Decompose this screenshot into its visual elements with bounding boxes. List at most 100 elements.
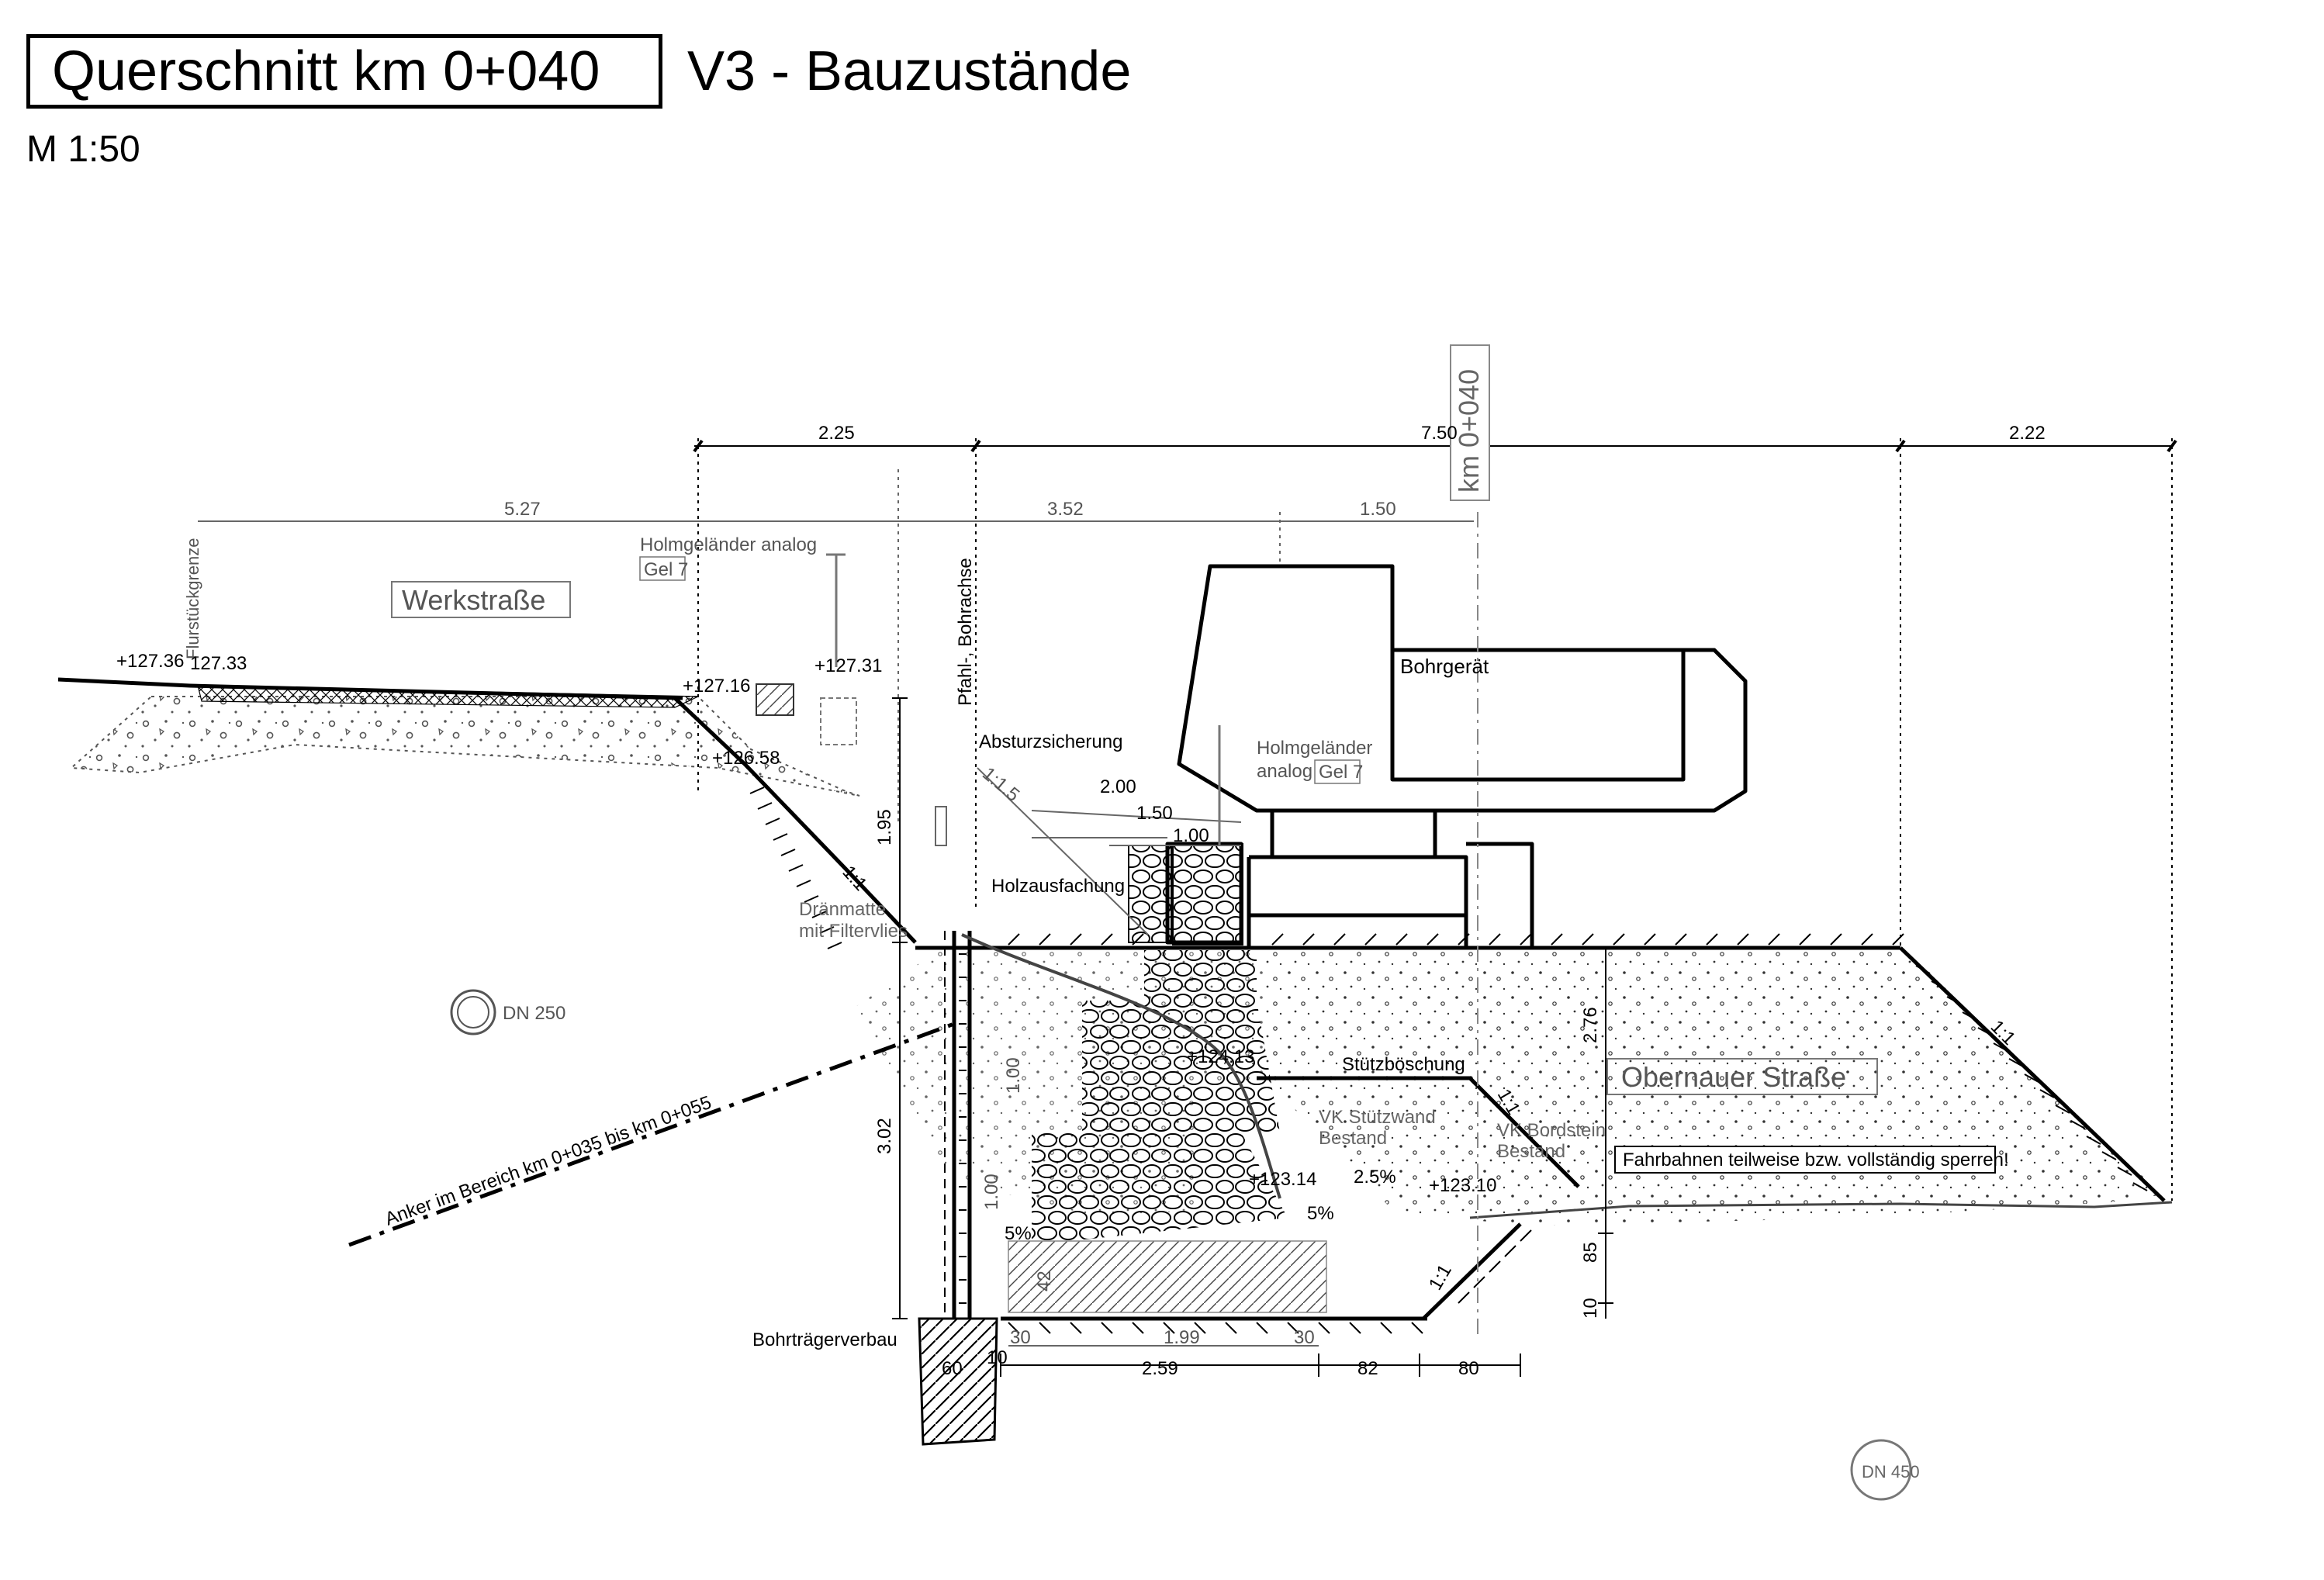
drill-rig-mount	[1270, 811, 1437, 859]
label-werkstrasse: Werkstraße	[402, 584, 545, 616]
label-vk-sw-2: Bestand	[1319, 1128, 1387, 1149]
drill-rig-outrigger	[1466, 842, 1534, 948]
dim-30a: 30	[1010, 1327, 1031, 1348]
label-holm-mid-3: Gel 7	[1319, 762, 1363, 783]
label-dn250: DN 250	[503, 1003, 565, 1024]
dim-199: 1.99	[1164, 1327, 1200, 1348]
drill-rig-panel	[1390, 650, 1686, 782]
stuetzboeschung	[1257, 1076, 1580, 1188]
dim-222: 2.22	[2009, 423, 2046, 444]
excavation-slope-upper	[673, 697, 917, 944]
dim-302: 3.02	[874, 1118, 895, 1154]
dim-10: 10	[987, 1347, 1008, 1368]
dim-225: 2.25	[818, 423, 855, 444]
drill-rig-track	[1247, 855, 1468, 948]
label-bohrtraeger: Bohrträgerverbau	[752, 1329, 897, 1350]
label-holm-top-1: Holmgeländer analog	[640, 534, 817, 555]
label-obernauer: Obernauer Straße	[1621, 1061, 1846, 1093]
drill-rig-body-left	[1165, 842, 1243, 945]
slope-label-2: 1:1.5	[978, 763, 1023, 806]
pct-1: 2.5%	[1354, 1167, 1396, 1188]
wall-foundation	[1008, 1240, 1327, 1313]
dimension-ticks	[693, 439, 2177, 453]
dim-150: 1.50	[1360, 499, 1396, 520]
barrier-post	[935, 806, 947, 846]
elev-5: +126.58	[712, 748, 780, 769]
earth-ticks-top	[1008, 933, 1904, 946]
dim-42: 42	[1034, 1271, 1055, 1291]
label-vk-sw-1: VK Stützwand	[1319, 1107, 1436, 1128]
dim-750: 7.50	[1421, 423, 1458, 444]
obernauer-right-slope	[1899, 946, 2166, 1202]
elev-3: +127.16	[683, 676, 750, 697]
elev-1: +127.36	[116, 651, 184, 672]
dim-100: 1.00	[1173, 825, 1209, 846]
label-holm-mid-1: Holmgeländer	[1257, 738, 1372, 759]
earth-ticks-bottom	[1008, 1229, 1532, 1334]
pipe-dn450	[1850, 1439, 1912, 1501]
km-label-box	[1450, 344, 1490, 501]
label-draen-1: Dränmatte	[799, 899, 886, 920]
werkstrasse-surface	[57, 677, 683, 700]
drill-rig-cab	[1177, 564, 1748, 813]
label-sperren: Fahrbahnen teilweise bzw. vollständig sp…	[1623, 1150, 2009, 1170]
elev-7: +123.14	[1249, 1169, 1316, 1190]
label-dn450: DN 450	[1862, 1462, 1920, 1481]
label-holm-mid-2: analog	[1257, 761, 1312, 782]
dimension-lines	[198, 438, 2173, 1377]
railing-top	[826, 553, 846, 667]
elev-8: +123.10	[1429, 1175, 1496, 1196]
dim-82: 82	[1357, 1358, 1378, 1379]
dim-195: 1.95	[874, 809, 895, 845]
label-bohrgeraet: Bohrgerät	[1400, 655, 1489, 678]
dim-100v1: 1.00	[1003, 1057, 1024, 1094]
werkstrasse-gravel	[69, 696, 860, 797]
dim-85: 85	[1580, 1242, 1601, 1263]
label-pfahl: Pfahl-, Bohrachse	[955, 558, 976, 706]
label-holm-top-2: Gel 7	[644, 559, 688, 580]
dim-527: 5.27	[504, 499, 541, 520]
dim-200: 2.00	[1100, 776, 1136, 797]
label-absturz: Absturzsicherung	[979, 731, 1122, 752]
obernauer-surface	[1469, 1201, 2173, 1219]
dim-30b: 30	[1294, 1327, 1315, 1348]
pipe-dn250	[450, 989, 496, 1035]
earth-ticks-left	[749, 787, 842, 949]
label-anker: Anker im Bereich km 0+035 bis km 0+055	[382, 1092, 714, 1230]
stone-block-left	[1128, 845, 1172, 943]
label-stuetzb: Stützböschung	[1342, 1054, 1465, 1075]
drawing-scale: M 1:50	[26, 129, 140, 170]
dim-150b: 1.50	[1136, 803, 1173, 824]
drawing-subtitle: V3 - Bauzustände	[687, 40, 1132, 102]
pile-ladder	[959, 953, 967, 1304]
km-label: km 0+040	[1453, 369, 1485, 493]
stone-block-right	[1172, 843, 1243, 946]
stone-wall-upper	[1144, 950, 1257, 1001]
kerb-block	[756, 683, 794, 716]
kerb-block-2	[820, 697, 857, 745]
dim-276: 2.76	[1580, 1007, 1601, 1043]
dim-10r: 10	[1580, 1298, 1601, 1319]
excavation-curve	[961, 933, 1281, 1199]
bohrtraeger-pile	[918, 1317, 998, 1446]
dim-259: 2.59	[1142, 1358, 1178, 1379]
elev-4: +127.31	[814, 655, 882, 676]
title-box: Querschnitt km 0+040	[26, 34, 662, 109]
dim-60: 60	[942, 1358, 963, 1379]
dim-100v2: 1.00	[981, 1174, 1002, 1210]
drawing-title: Querschnitt km 0+040	[52, 40, 600, 102]
label-vk-bs-1: VK Bordstein	[1497, 1120, 1606, 1141]
elev-6: +124.13	[1187, 1046, 1254, 1067]
dim-80: 80	[1458, 1358, 1479, 1379]
dim-352: 3.52	[1047, 499, 1084, 520]
pct-3: 5%	[1005, 1223, 1032, 1244]
pct-2: 5%	[1307, 1203, 1334, 1224]
slope-1-1-5	[977, 767, 1149, 935]
label-draen-2: mit Filtervlies	[799, 921, 908, 942]
stone-wall-mid	[1082, 1001, 1280, 1132]
label-vk-bs-2: Bestand	[1497, 1141, 1565, 1162]
elev-2: 127.33	[190, 653, 247, 674]
label-flurstueck: Flurstückgrenze	[183, 538, 202, 659]
